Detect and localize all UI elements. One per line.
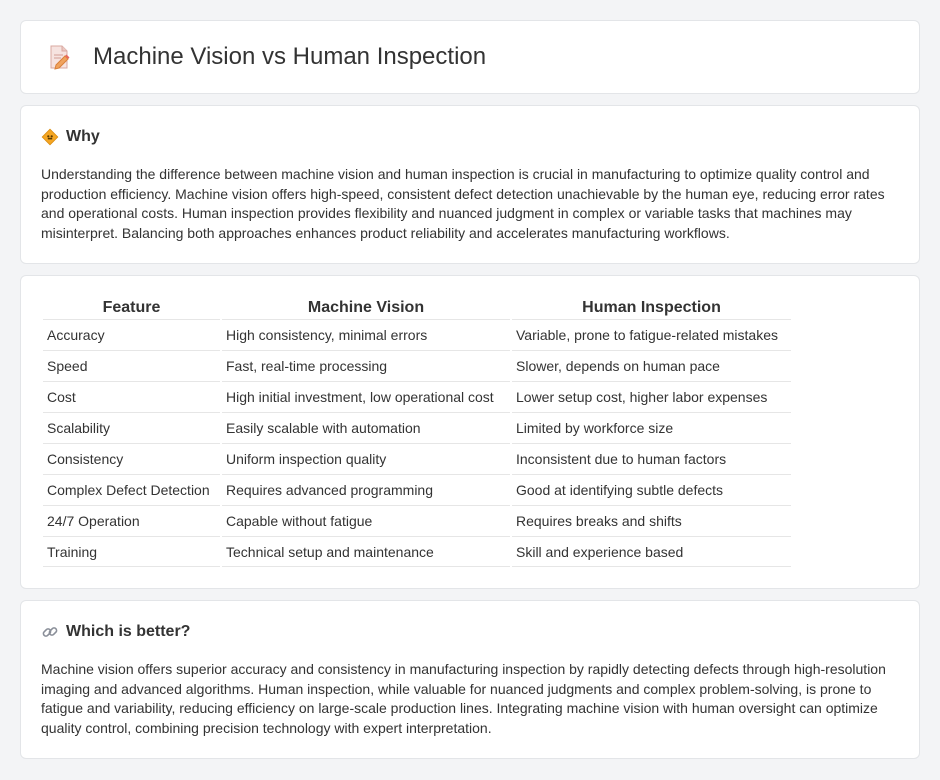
machine-vision-cell: Easily scalable with automation bbox=[222, 412, 510, 443]
feature-cell: Consistency bbox=[43, 443, 220, 474]
human-inspection-cell: Good at identifying subtle defects bbox=[512, 474, 791, 505]
table-row: Accuracy High consistency, minimal error… bbox=[43, 319, 791, 350]
header-card: Machine Vision vs Human Inspection bbox=[20, 20, 920, 94]
header-feature: Feature bbox=[102, 298, 161, 316]
machine-vision-cell: High consistency, minimal errors bbox=[222, 319, 510, 350]
feature-cell: Complex Defect Detection bbox=[43, 474, 220, 505]
human-inspection-cell: Requires breaks and shifts bbox=[512, 505, 791, 536]
feature-cell: Scalability bbox=[43, 412, 220, 443]
why-title: Why bbox=[66, 128, 100, 145]
machine-vision-cell: Uniform inspection quality bbox=[222, 443, 510, 474]
table-row: 24/7 Operation Capable without fatigue R… bbox=[43, 505, 791, 536]
machine-vision-cell: Capable without fatigue bbox=[222, 505, 510, 536]
table-header-row: Feature Machine Vision Human Inspection bbox=[43, 296, 791, 319]
why-section: Why Understanding the difference between… bbox=[20, 105, 920, 264]
table-row: Speed Fast, real-time processing Slower,… bbox=[43, 350, 791, 381]
human-inspection-cell: Variable, prone to fatigue-related mista… bbox=[512, 319, 791, 350]
header-human-inspection: Human Inspection bbox=[582, 298, 721, 316]
feature-cell: 24/7 Operation bbox=[43, 505, 220, 536]
why-text: Understanding the difference between mac… bbox=[41, 166, 885, 241]
better-text: Machine vision offers superior accuracy … bbox=[41, 661, 886, 736]
page-title: Machine Vision vs Human Inspection bbox=[93, 43, 487, 70]
feature-cell: Accuracy bbox=[43, 319, 220, 350]
human-inspection-cell: Inconsistent due to human factors bbox=[512, 443, 791, 474]
diamond-sign-icon bbox=[41, 128, 59, 146]
document-pen-icon bbox=[45, 43, 73, 71]
comparison-section: Feature Machine Vision Human Inspection … bbox=[20, 275, 920, 589]
table-row: Consistency Uniform inspection quality I… bbox=[43, 443, 791, 474]
feature-cell: Training bbox=[43, 536, 220, 567]
machine-vision-cell: Requires advanced programming bbox=[222, 474, 510, 505]
table-row: Scalability Easily scalable with automat… bbox=[43, 412, 791, 443]
feature-cell: Cost bbox=[43, 381, 220, 412]
comparison-table: Feature Machine Vision Human Inspection … bbox=[41, 296, 793, 567]
human-inspection-cell: Slower, depends on human pace bbox=[512, 350, 791, 381]
better-title: Which is better? bbox=[66, 623, 191, 640]
machine-vision-cell: Technical setup and maintenance bbox=[222, 536, 510, 567]
which-is-better-section: Which is better? Machine vision offers s… bbox=[20, 600, 920, 759]
table-row: Complex Defect Detection Requires advanc… bbox=[43, 474, 791, 505]
why-heading: Why bbox=[41, 128, 899, 146]
link-icon bbox=[41, 623, 59, 641]
table-row: Training Technical setup and maintenance… bbox=[43, 536, 791, 567]
machine-vision-cell: High initial investment, low operational… bbox=[222, 381, 510, 412]
table-row: Cost High initial investment, low operat… bbox=[43, 381, 791, 412]
feature-cell: Speed bbox=[43, 350, 220, 381]
human-inspection-cell: Lower setup cost, higher labor expenses bbox=[512, 381, 791, 412]
machine-vision-cell: Fast, real-time processing bbox=[222, 350, 510, 381]
human-inspection-cell: Skill and experience based bbox=[512, 536, 791, 567]
human-inspection-cell: Limited by workforce size bbox=[512, 412, 791, 443]
header-machine-vision: Machine Vision bbox=[307, 298, 425, 316]
better-heading: Which is better? bbox=[41, 623, 899, 641]
